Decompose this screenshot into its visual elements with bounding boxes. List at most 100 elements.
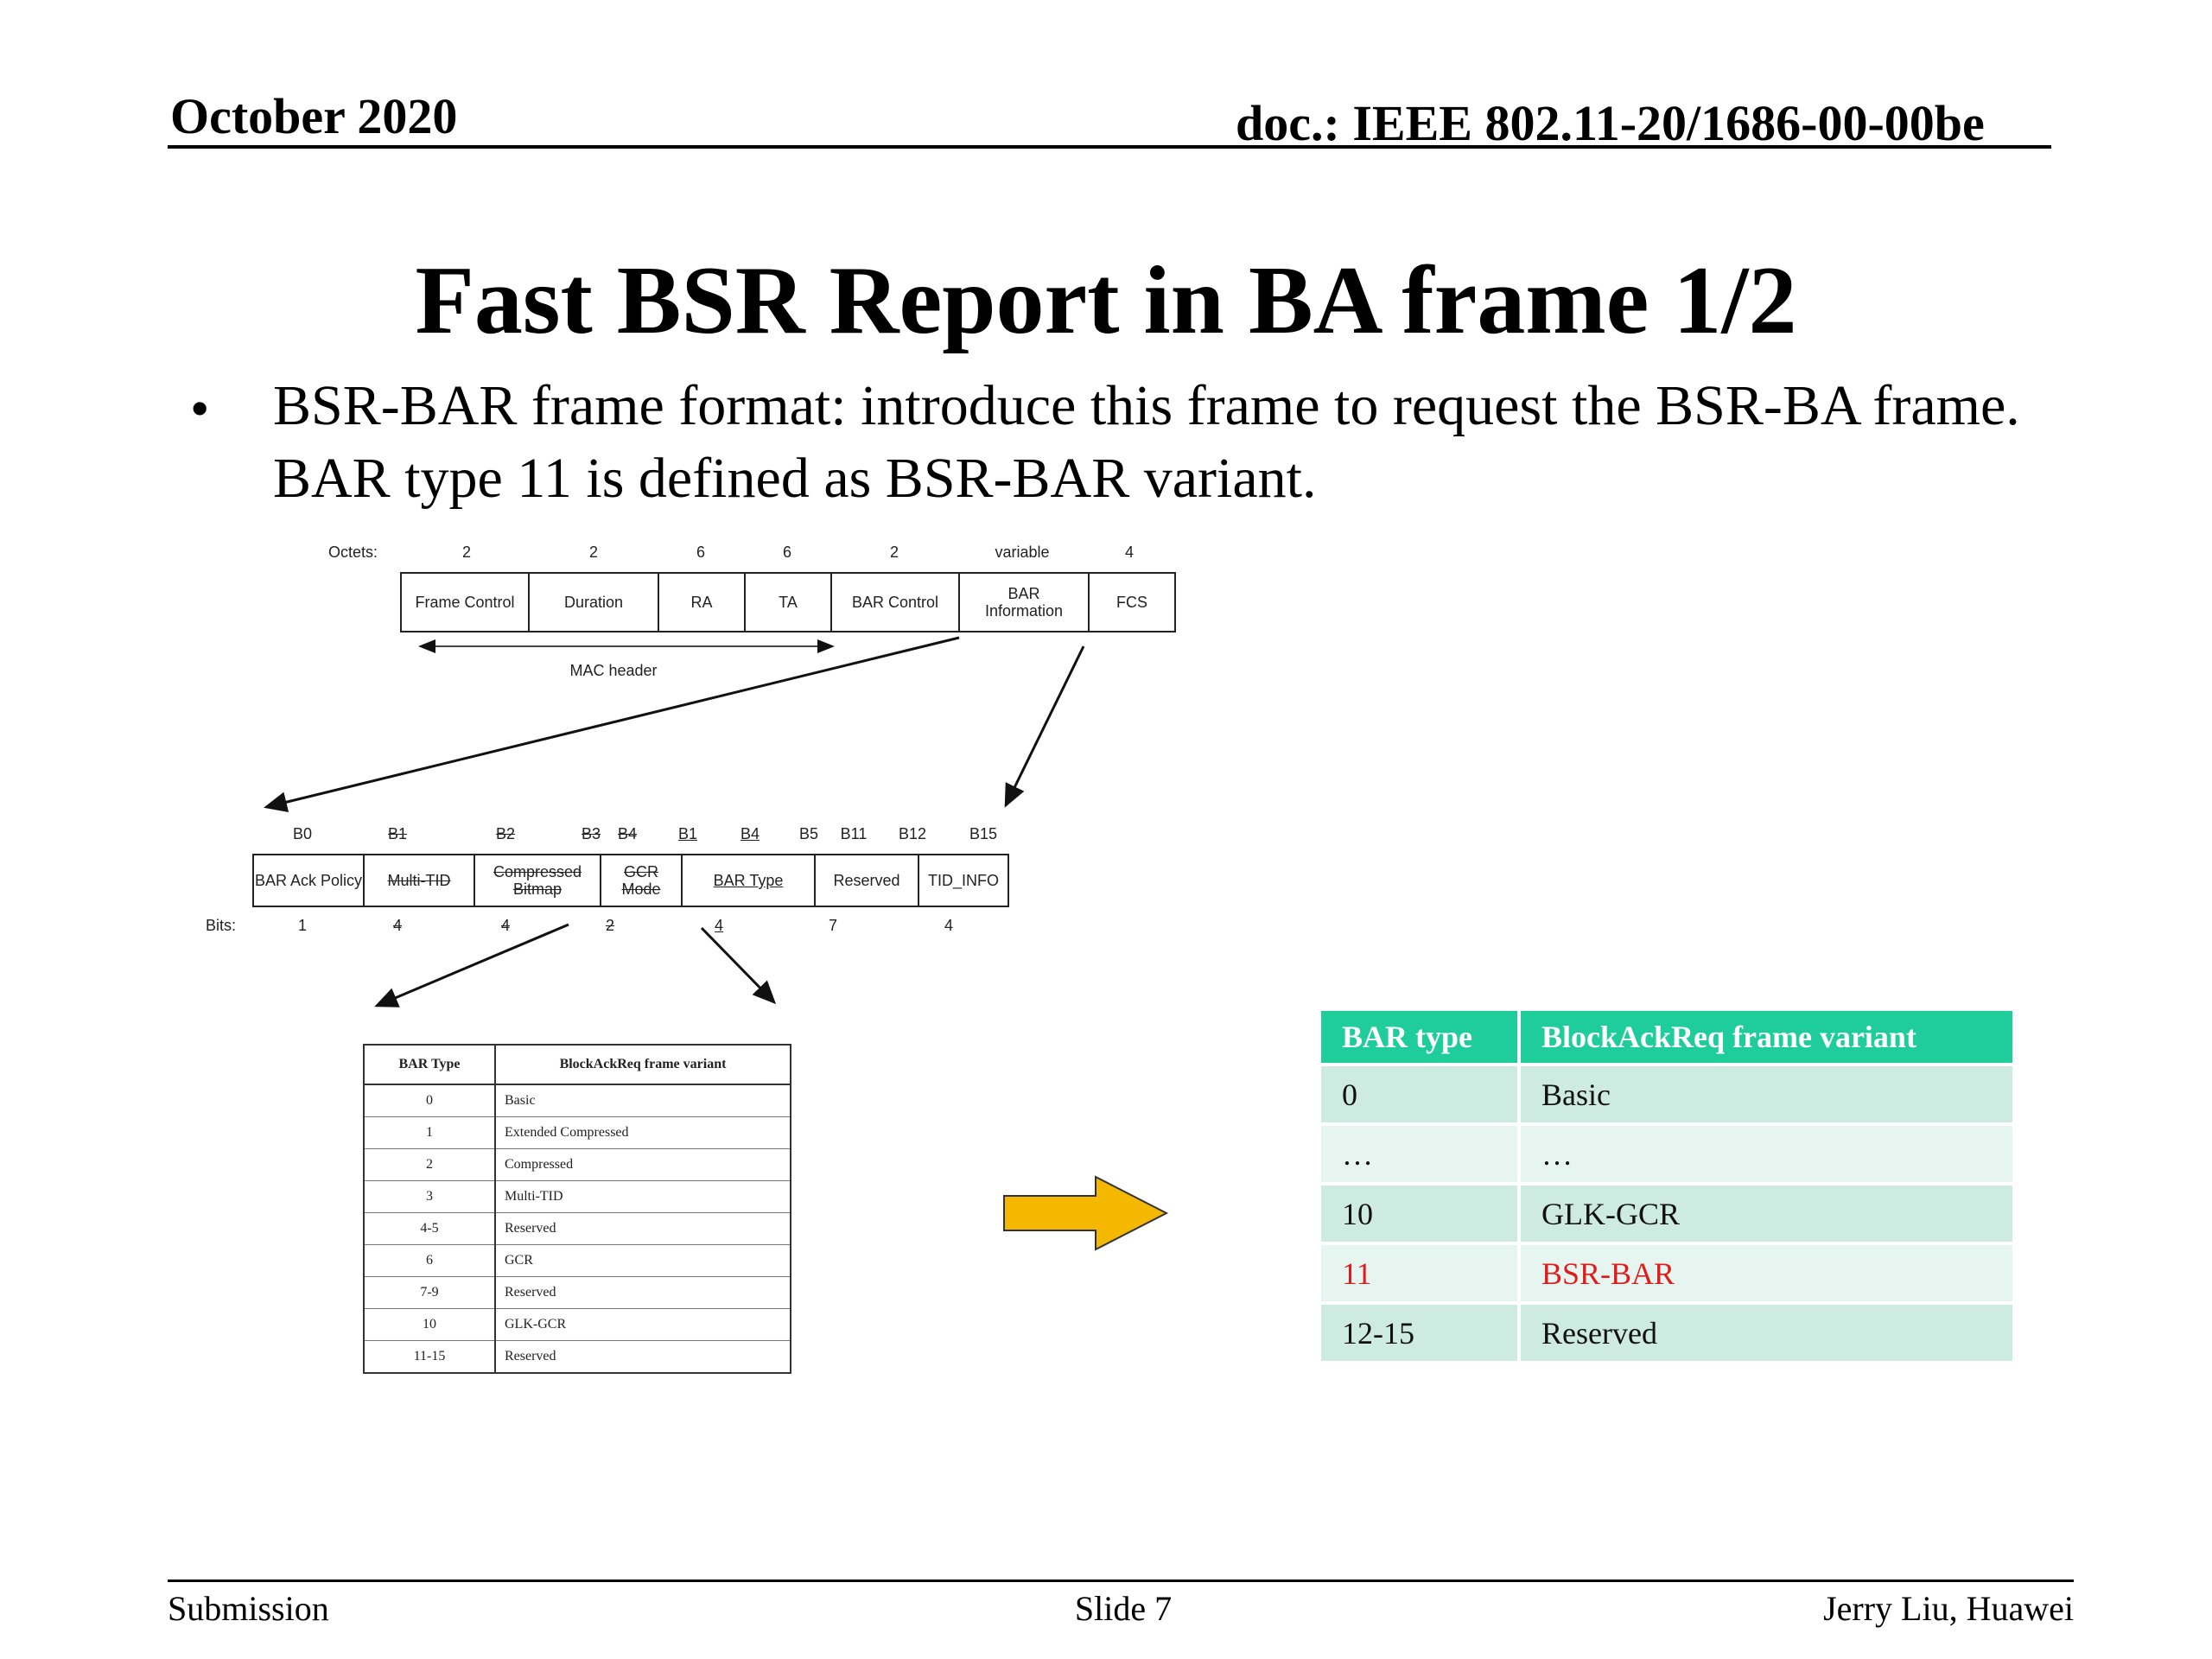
octets-value: 2 — [889, 543, 899, 561]
table-cell: 7-9 — [364, 1276, 496, 1309]
octets-value: 6 — [782, 543, 791, 561]
table-cell: 10 — [364, 1308, 496, 1341]
bit-position: B1 — [677, 825, 698, 842]
table-cell: 1 — [364, 1116, 496, 1149]
bar-type-table-arrow-left — [374, 923, 569, 1007]
header-doc-number: doc.: IEEE 802.11-20/1686-00-00be — [1236, 95, 1985, 151]
field-bar-information: BAR Information — [960, 574, 1090, 631]
table-cell: Reserved — [495, 1212, 791, 1245]
bit-position: B11 — [840, 825, 868, 842]
footer-slide-number: Slide 7 — [1074, 1589, 1173, 1628]
footer-submission: Submission — [168, 1589, 329, 1628]
field-compressed-bitmap: Compressed Bitmap — [475, 855, 601, 906]
bar-control-expand-arrow — [264, 636, 960, 812]
table-cell: BSR-BAR — [1521, 1245, 2012, 1301]
bit-position: B0 — [292, 825, 313, 842]
bit-position: B1 — [387, 825, 408, 842]
table-cell: 4-5 — [364, 1212, 496, 1245]
octets-value: 2 — [461, 543, 471, 561]
slide-title: Fast BSR Report in BA frame 1/2 — [415, 247, 1797, 354]
bit-position: B12 — [898, 825, 927, 842]
octets-value: 6 — [696, 543, 705, 561]
table-cell: Basic — [495, 1084, 791, 1117]
bits-value: 4 — [392, 917, 402, 934]
bits-value: 4 — [714, 917, 723, 934]
table-cell: Multi-TID — [495, 1180, 791, 1213]
table-cell: GCR — [495, 1244, 791, 1277]
bar-control-fields: BAR Ack Policy Multi-TID Compressed Bitm… — [252, 854, 1009, 907]
table-row: …… — [1321, 1126, 2012, 1182]
bit-position: B2 — [495, 825, 516, 842]
footer-author: Jerry Liu, Huawei — [1823, 1589, 2074, 1628]
bit-position: B4 — [617, 825, 638, 842]
bits-value: 4 — [500, 917, 510, 934]
table-cell: Reserved — [495, 1340, 791, 1374]
table-cell: 6 — [364, 1244, 496, 1277]
column-header: BAR Type — [364, 1045, 496, 1085]
table-cell: 0 — [1321, 1066, 1517, 1122]
octets-value: 2 — [588, 543, 598, 561]
octets-value: variable — [995, 543, 1050, 561]
bits-value: 1 — [297, 917, 307, 934]
column-header: BAR type — [1321, 1011, 1517, 1063]
footer-rule — [168, 1580, 2074, 1582]
field-gcr-mode: GCR Mode — [601, 855, 683, 906]
table-cell: Reserved — [1521, 1305, 2012, 1361]
field-fcs: FCS — [1116, 594, 1147, 611]
field-multi-tid: Multi-TID — [365, 855, 475, 906]
table-cell: 10 — [1321, 1185, 1517, 1242]
table-header-row: BAR Type BlockAckReq frame variant — [364, 1045, 791, 1085]
octets-value: 4 — [1124, 543, 1134, 561]
bit-position: B15 — [969, 825, 998, 842]
table-cell: Basic — [1521, 1066, 2012, 1122]
table-cell: 12-15 — [1321, 1305, 1517, 1361]
bits-value: 7 — [828, 917, 837, 934]
octets-label: Octets: — [328, 543, 378, 561]
bar-control-expand-arrow-right — [1004, 645, 1085, 808]
field-duration: Duration — [530, 574, 659, 631]
table-cell: 0 — [364, 1084, 496, 1117]
table-cell: 3 — [364, 1180, 496, 1213]
table-cell: Compressed — [495, 1148, 791, 1181]
mac-header-label: MAC header — [569, 662, 658, 679]
table-cell: … — [1321, 1126, 1517, 1182]
bit-position: B3 — [581, 825, 601, 842]
field-bar-control: BAR Control — [832, 574, 960, 631]
transition-arrow-icon — [1003, 1175, 1169, 1251]
field-reserved: Reserved — [816, 855, 919, 906]
table-cell: 11 — [1321, 1245, 1517, 1301]
field-bar-ack-policy: BAR Ack Policy — [254, 855, 365, 906]
table-cell: 11-15 — [364, 1340, 496, 1374]
bits-value: 4 — [944, 917, 953, 934]
field-ra: RA — [659, 574, 746, 631]
bullet-marker: • — [190, 378, 210, 439]
field-tid-info: TID_INFO — [927, 872, 999, 889]
field-frame-control: Frame Control — [402, 574, 530, 631]
table-cell: GLK-GCR — [1521, 1185, 2012, 1242]
table-cell: Extended Compressed — [495, 1116, 791, 1149]
field-ta: TA — [746, 574, 832, 631]
bits-value: 2 — [605, 917, 614, 934]
table-cell: Reserved — [495, 1276, 791, 1309]
column-header: BlockAckReq frame variant — [495, 1045, 791, 1085]
bits-label: Bits: — [206, 917, 237, 934]
bullet-text: BSR-BAR frame format: introduce this fra… — [273, 374, 2020, 510]
bit-position: B5 — [798, 825, 819, 842]
table-header-row: BAR type BlockAckReq frame variant — [1321, 1011, 2012, 1063]
bit-position: B4 — [740, 825, 760, 842]
table-cell: … — [1521, 1126, 2012, 1182]
header-date: October 2020 — [170, 88, 458, 144]
